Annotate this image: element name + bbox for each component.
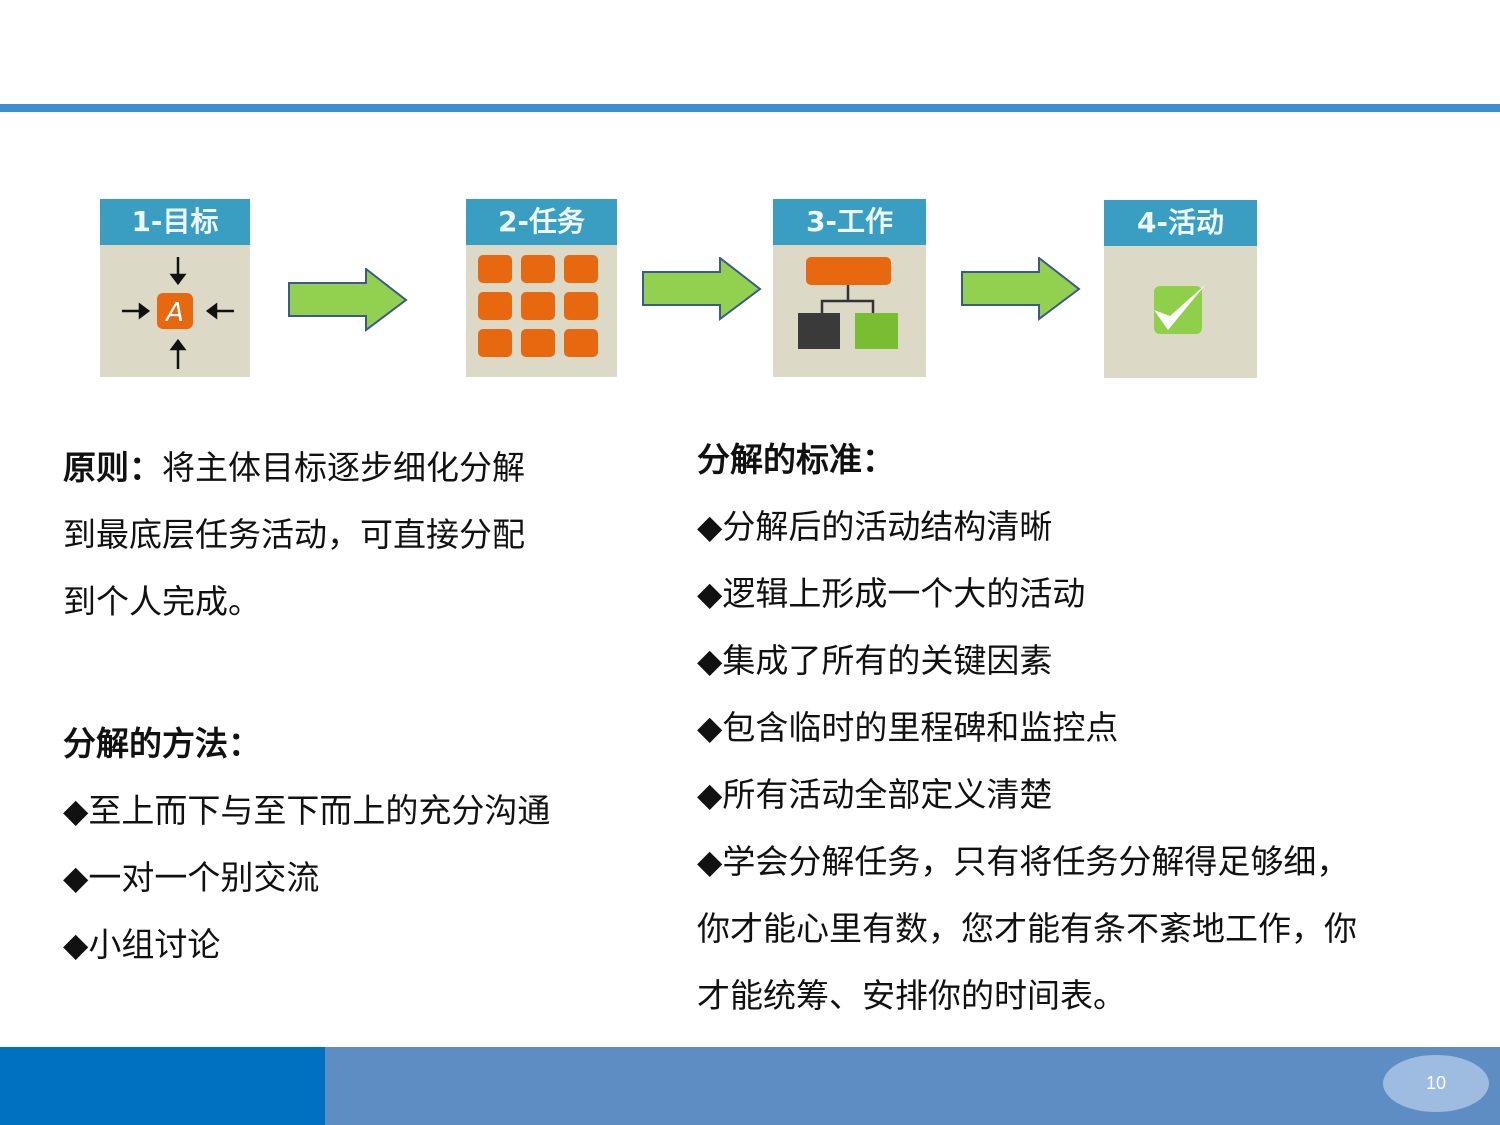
target-icon: A: [100, 245, 250, 377]
arrow-right-icon: [288, 268, 408, 332]
method-item: ◆小组讨论: [63, 925, 221, 964]
method-item: ◆至上而下与至下而上的充分沟通: [63, 791, 551, 830]
principle-block: 原则：将主体目标逐步细化分解 到最底层任务活动，可直接分配 到个人完成。: [63, 434, 525, 635]
principle-text: 到个人完成。: [63, 582, 261, 621]
step-label: 4-活动: [1104, 200, 1257, 246]
svg-text:A: A: [164, 298, 184, 328]
principle-text: 将主体目标逐步细化分解: [162, 448, 525, 487]
principle-text: 到最底层任务活动，可直接分配: [63, 515, 525, 554]
step-card-activity: 4-活动: [1104, 200, 1257, 378]
standard-item: ◆包含临时的里程碑和监控点: [697, 708, 1119, 747]
standard-item: ◆所有活动全部定义清楚: [697, 775, 1053, 814]
methods-title: 分解的方法：: [63, 724, 261, 763]
footer-bar-left: [0, 1047, 325, 1125]
methods-block: 分解的方法： ◆至上而下与至下而上的充分沟通 ◆一对一个别交流 ◆小组讨论: [63, 710, 550, 978]
principle-title: 原则：: [63, 448, 162, 487]
standard-item: ◆分解后的活动结构清晰: [697, 507, 1053, 546]
step-card-task: 2-任务: [466, 199, 617, 377]
standard-item: ◆逻辑上形成一个大的活动: [697, 574, 1086, 613]
standards-block: 分解的标准： ◆分解后的活动结构清晰 ◆逻辑上形成一个大的活动 ◆集成了所有的关…: [697, 426, 1357, 1029]
method-item: ◆一对一个别交流: [63, 858, 320, 897]
task-grid-icon: [466, 245, 617, 377]
arrow-right-icon: [642, 257, 762, 321]
step-label: 1-目标: [100, 199, 250, 245]
checkmark-icon: [1104, 246, 1257, 378]
arrow-right-icon: [961, 257, 1081, 321]
step-card-work: 3-工作: [773, 199, 926, 377]
standard-item: 你才能心里有数，您才能有条不紊地工作，你: [697, 909, 1357, 948]
standard-item: ◆集成了所有的关键因素: [697, 641, 1053, 680]
standard-item: 才能统筹、安排你的时间表。: [697, 976, 1126, 1015]
hierarchy-icon: [773, 245, 926, 377]
top-divider: [0, 104, 1500, 112]
step-label: 3-工作: [773, 199, 926, 245]
page-number: 10: [1383, 1055, 1489, 1112]
standards-title: 分解的标准：: [697, 440, 895, 479]
footer-bar-right: [325, 1047, 1500, 1125]
step-label: 2-任务: [466, 199, 617, 245]
step-card-goal: 1-目标 A: [100, 199, 250, 377]
standard-item: ◆学会分解任务，只有将任务分解得足够细，: [697, 842, 1350, 881]
